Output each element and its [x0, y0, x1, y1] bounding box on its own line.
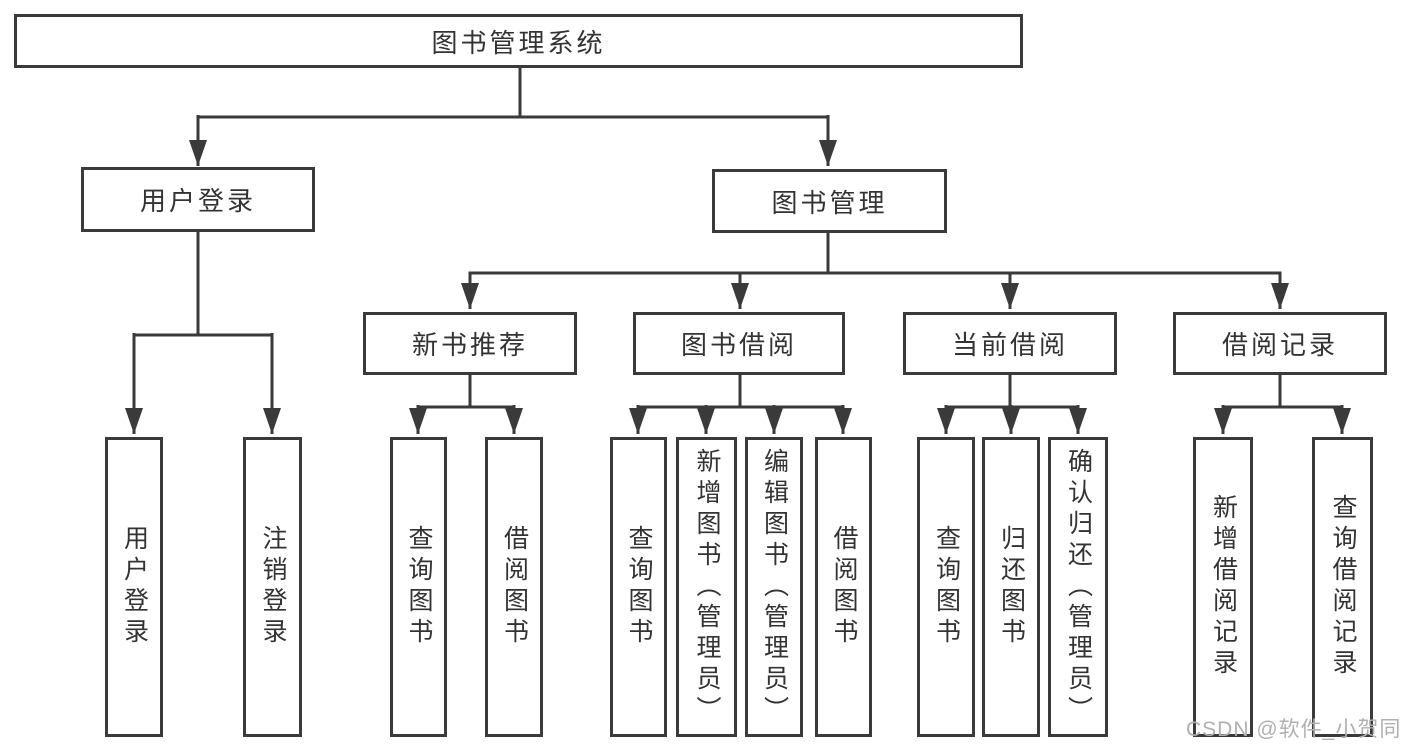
node-root-system: 图书管理系统 [14, 14, 1023, 68]
leaf-query-books-3: 查询图书 [917, 437, 975, 737]
node-current-borrow: 当前借阅 [903, 312, 1117, 375]
leaf-query-books-1: 查询图书 [390, 437, 447, 737]
leaf-edit-book-admin: 编辑图书（管理员） [745, 437, 803, 737]
leaf-add-book-admin: 新增图书（管理员） [676, 437, 737, 737]
leaf-add-borrow-record: 新增借阅记录 [1193, 437, 1253, 737]
node-book-management: 图书管理 [712, 169, 947, 233]
leaf-user-login: 用户登录 [105, 437, 163, 737]
node-borrow-records: 借阅记录 [1173, 312, 1387, 375]
leaf-borrow-books-2: 借阅图书 [815, 437, 872, 737]
leaf-return-book: 归还图书 [982, 437, 1040, 737]
watermark: CSDN @软件_小贺同学 [1186, 718, 1402, 741]
node-new-book-recommend: 新书推荐 [363, 312, 577, 375]
leaf-borrow-books-1: 借阅图书 [485, 437, 543, 737]
node-book-borrow: 图书借阅 [633, 312, 845, 375]
leaf-query-borrow-record: 查询借阅记录 [1312, 437, 1373, 737]
node-user-login: 用户登录 [81, 167, 315, 232]
leaf-confirm-return-admin: 确认归还（管理员） [1048, 437, 1108, 737]
leaf-logout: 注销登录 [243, 437, 302, 737]
leaf-query-books-2: 查询图书 [610, 437, 667, 737]
